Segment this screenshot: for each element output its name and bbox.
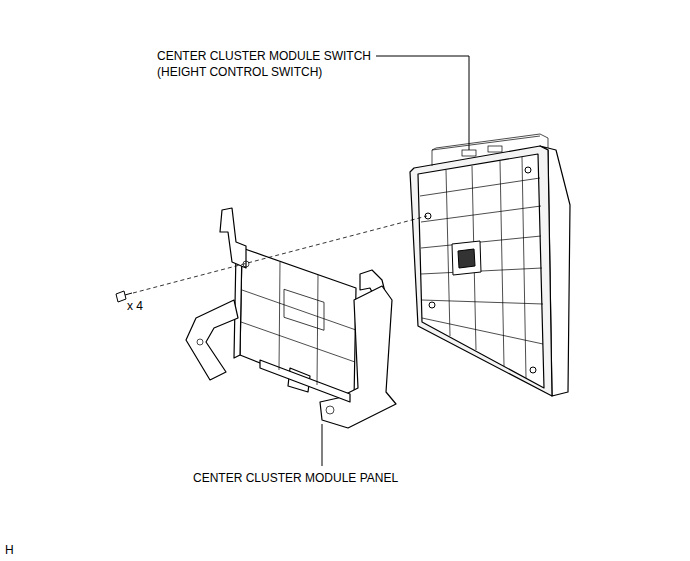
switch-connector [452,241,481,275]
quantity-label: x 4 [127,298,143,314]
leader-line [322,424,323,466]
figure-code: H [5,542,14,558]
switch-back-plate [418,154,544,388]
part-name: CENTER CLUSTER MODULE SWITCH (HEIGHT CON… [157,48,397,80]
switch-holes [425,167,536,373]
switch-housing [410,146,552,396]
part-name: CENTER CLUSTER MODULE PANEL [193,470,398,486]
assembly-line [133,216,427,293]
leader-line [376,56,469,150]
panel-ribs [197,261,356,414]
switch-ribs [420,134,548,378]
module-panel [186,208,396,428]
